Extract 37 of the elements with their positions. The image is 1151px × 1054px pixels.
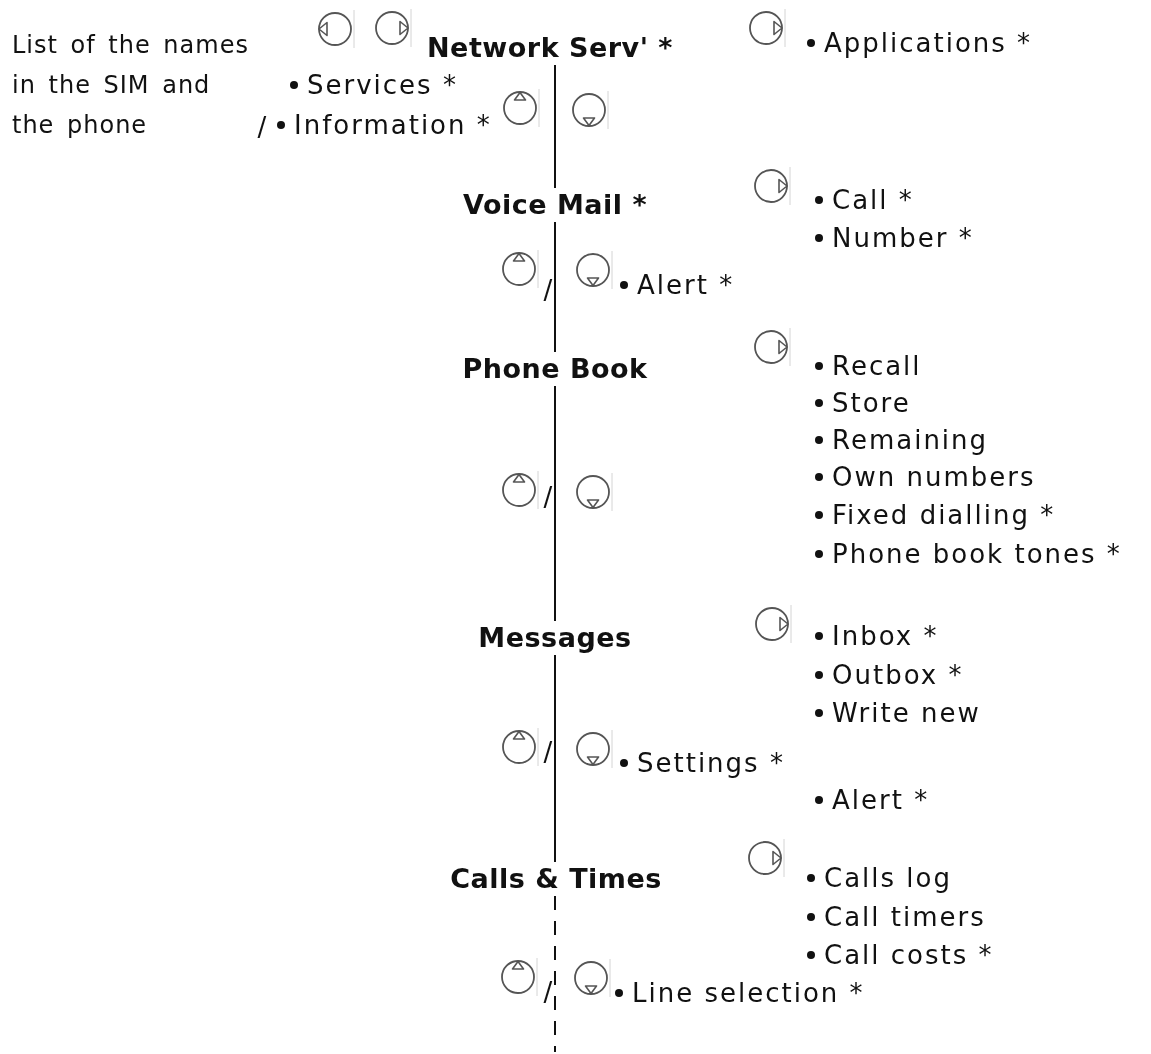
slash-separator: / — [543, 275, 553, 305]
menu-heading: Messages — [478, 621, 632, 655]
connector-line — [554, 385, 556, 622]
menu-item: Information * — [294, 109, 492, 141]
menu-heading: Voice Mail * — [462, 188, 648, 222]
slash-separator: / — [543, 737, 553, 767]
menu-item: Calls log — [824, 862, 952, 894]
slash-separator: / — [257, 112, 267, 142]
menu-item: Services * — [307, 69, 458, 101]
menu-item: Settings * — [637, 747, 785, 779]
connector-line — [554, 654, 556, 863]
menu-item: Outbox * — [832, 659, 964, 691]
slash-separator: / — [543, 482, 553, 512]
menu-item: Phone book tones * — [832, 538, 1122, 570]
menu-heading: Network Serv' * — [427, 31, 673, 65]
menu-item: Alert * — [637, 269, 735, 301]
menu-item: Call costs * — [824, 939, 994, 971]
menu-item: Line selection * — [632, 977, 865, 1009]
menu-item: Applications * — [824, 27, 1033, 59]
menu-item: Write new — [832, 697, 981, 729]
connector-line — [554, 64, 556, 189]
menu-item: Recall — [832, 350, 922, 382]
menu-heading: Phone Book — [462, 352, 648, 386]
menu-item: Fixed dialling * — [832, 499, 1056, 531]
menu-item: Remaining — [832, 424, 989, 456]
description-text: List of the names in the SIM and the phone — [12, 30, 250, 141]
menu-item: Number * — [832, 222, 974, 254]
menu-item: Own numbers — [832, 461, 1036, 493]
menu-item: Call timers — [824, 901, 986, 933]
menu-item: Inbox * — [832, 620, 939, 652]
slash-separator: / — [543, 977, 553, 1007]
connector-line — [554, 221, 556, 353]
menu-item: Call * — [832, 184, 914, 216]
connector-line — [554, 895, 556, 1053]
menu-heading: Calls & Times — [450, 862, 662, 896]
menu-item: Store — [832, 387, 911, 419]
menu-item: Alert * — [832, 784, 930, 816]
